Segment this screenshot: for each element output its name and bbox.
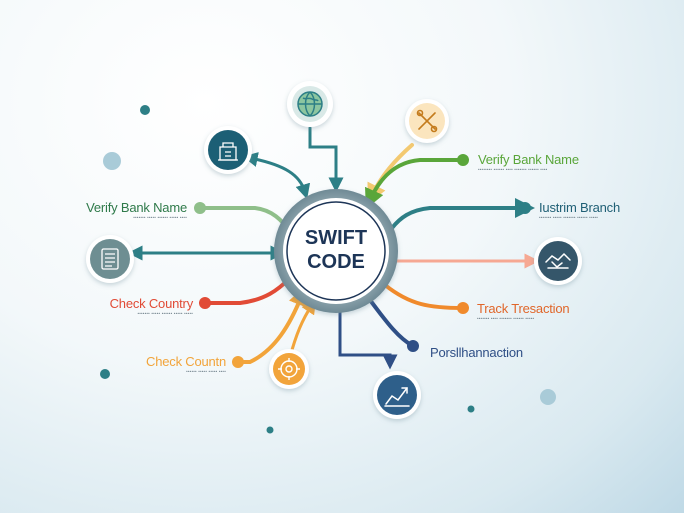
label-subtitle: ••••••• •••• ••••••• •••••• •••••	[477, 316, 535, 321]
label-subtitle: •••••• ••••• ••••• ••••	[186, 369, 226, 374]
connector-verify-right	[365, 158, 465, 210]
handshake-icon	[545, 252, 571, 269]
endpoint-dots	[194, 154, 531, 368]
label-title: Porsllhannaction	[430, 345, 523, 360]
connector-check-country	[203, 276, 292, 305]
connector-port	[368, 298, 415, 348]
label-title: Verify Bank Name	[478, 152, 579, 167]
label-branch-right: Iustrim Branch ••••••• ••••• ••••••• •••…	[539, 200, 620, 220]
label-check-countn: Check Countn •••••• ••••• ••••• ••••	[120, 354, 226, 374]
connector-verify-left	[198, 206, 292, 234]
document-icon	[101, 248, 119, 270]
label-subtitle: ••••••• ••••• ••••••• •••••• •••••	[539, 215, 599, 220]
center-title-line1: SWIFT	[304, 227, 368, 249]
connector-bank	[242, 152, 311, 200]
label-title: Verify Bank Name	[86, 200, 187, 215]
connector-track-right	[383, 283, 465, 310]
bank-icon	[218, 142, 238, 161]
chart-node	[373, 371, 421, 419]
label-title: Track Tresaction	[477, 301, 570, 316]
label-subtitle: •••••••• •••••• •••• ••••••• •••••• ••••	[478, 167, 548, 172]
target-node	[269, 349, 309, 389]
document-node	[86, 235, 134, 283]
central-hub	[274, 189, 398, 313]
tools-icon	[416, 109, 438, 133]
label-title: Check Countn	[146, 354, 226, 369]
connector-check-countn	[236, 285, 308, 364]
connector-chart	[338, 305, 398, 370]
chart-icon	[384, 387, 410, 407]
label-subtitle: ••••••• ••••• •••••• ••••• ••••	[133, 215, 187, 220]
label-verify-bank-right: Verify Bank Name •••••••• •••••• •••• ••…	[478, 152, 579, 172]
label-title: Iustrim Branch	[539, 200, 621, 215]
label-track-right: Track Tresaction ••••••• •••• ••••••• ••…	[477, 301, 570, 321]
label-port-right: Porsllhannaction	[430, 345, 523, 360]
decorative-dots	[100, 105, 556, 434]
label-title: Check Country	[109, 296, 194, 311]
connector-branch-right	[390, 198, 535, 230]
bank-node	[204, 126, 252, 174]
target-icon	[278, 358, 300, 380]
center-title-line2: CODE	[307, 251, 365, 273]
label-verify-bank-left: Verify Bank Name ••••••• ••••• •••••• ••…	[72, 200, 187, 220]
handshake-node	[534, 237, 582, 285]
globe-icon	[297, 91, 323, 117]
connector-globe	[308, 126, 344, 193]
center-title: SWIFT CODE	[296, 226, 376, 274]
label-subtitle: ••••••• ••••• •••••• ••••• •••••	[137, 311, 193, 316]
label-check-country: Check Country ••••••• ••••• •••••• •••••…	[90, 296, 194, 316]
